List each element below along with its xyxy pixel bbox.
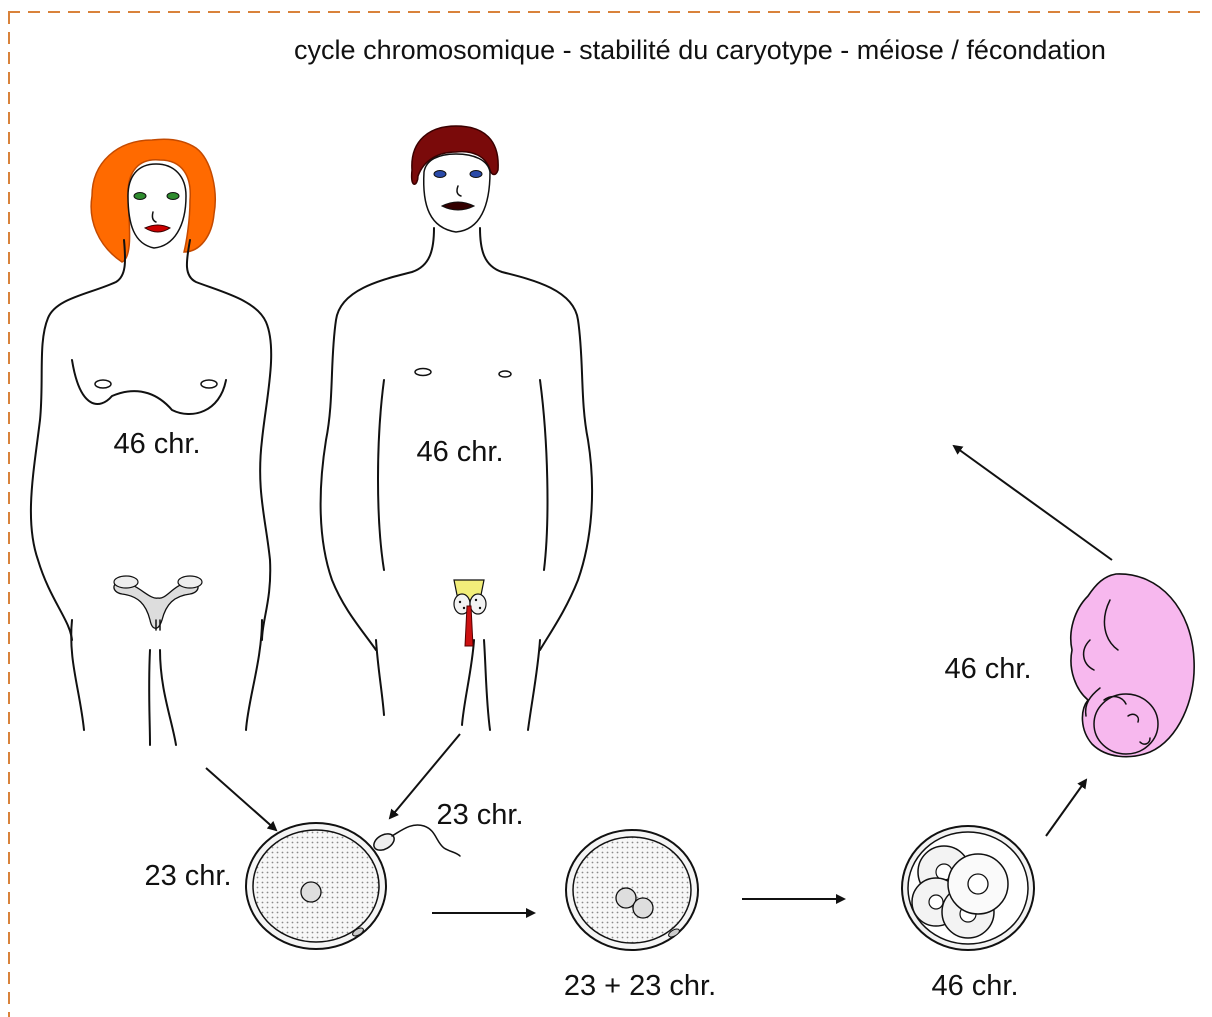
man-chromosome-label: 46 chr.: [416, 436, 503, 468]
woman-left-eye: [134, 193, 146, 200]
ovule-chromosome-label: 23 chr.: [144, 860, 231, 892]
embryo-cell: [902, 826, 1034, 950]
ovule-nucleus: [301, 882, 321, 902]
arrow-fetus-to-adult: [954, 446, 1112, 560]
sperm-chromosome-label: 23 chr.: [436, 799, 523, 831]
woman-chromosome-label: 46 chr.: [113, 428, 200, 460]
uterus-icon: [114, 576, 202, 630]
woman-right-eye: [167, 193, 179, 200]
man-figure: [321, 126, 592, 730]
fetus: [1071, 574, 1194, 757]
diagram-title: cycle chromosomique - stabilité du caryo…: [294, 35, 1106, 65]
arrow-embryo-to-fetus: [1046, 780, 1086, 836]
arrow-woman-to-ovule: [206, 768, 276, 830]
embryo-chromosome-label: 46 chr.: [931, 970, 1018, 1002]
zygote-chromosome-label: 23 + 23 chr.: [564, 970, 716, 1002]
testis-icon: [454, 580, 486, 646]
man-left-eye: [434, 171, 446, 178]
man-right-eye: [470, 171, 482, 178]
fetus-chromosome-label: 46 chr.: [944, 653, 1031, 685]
zygote-cell: [566, 830, 698, 950]
ovule-cell: [246, 823, 386, 949]
zygote-pronucleus-2: [633, 898, 653, 918]
